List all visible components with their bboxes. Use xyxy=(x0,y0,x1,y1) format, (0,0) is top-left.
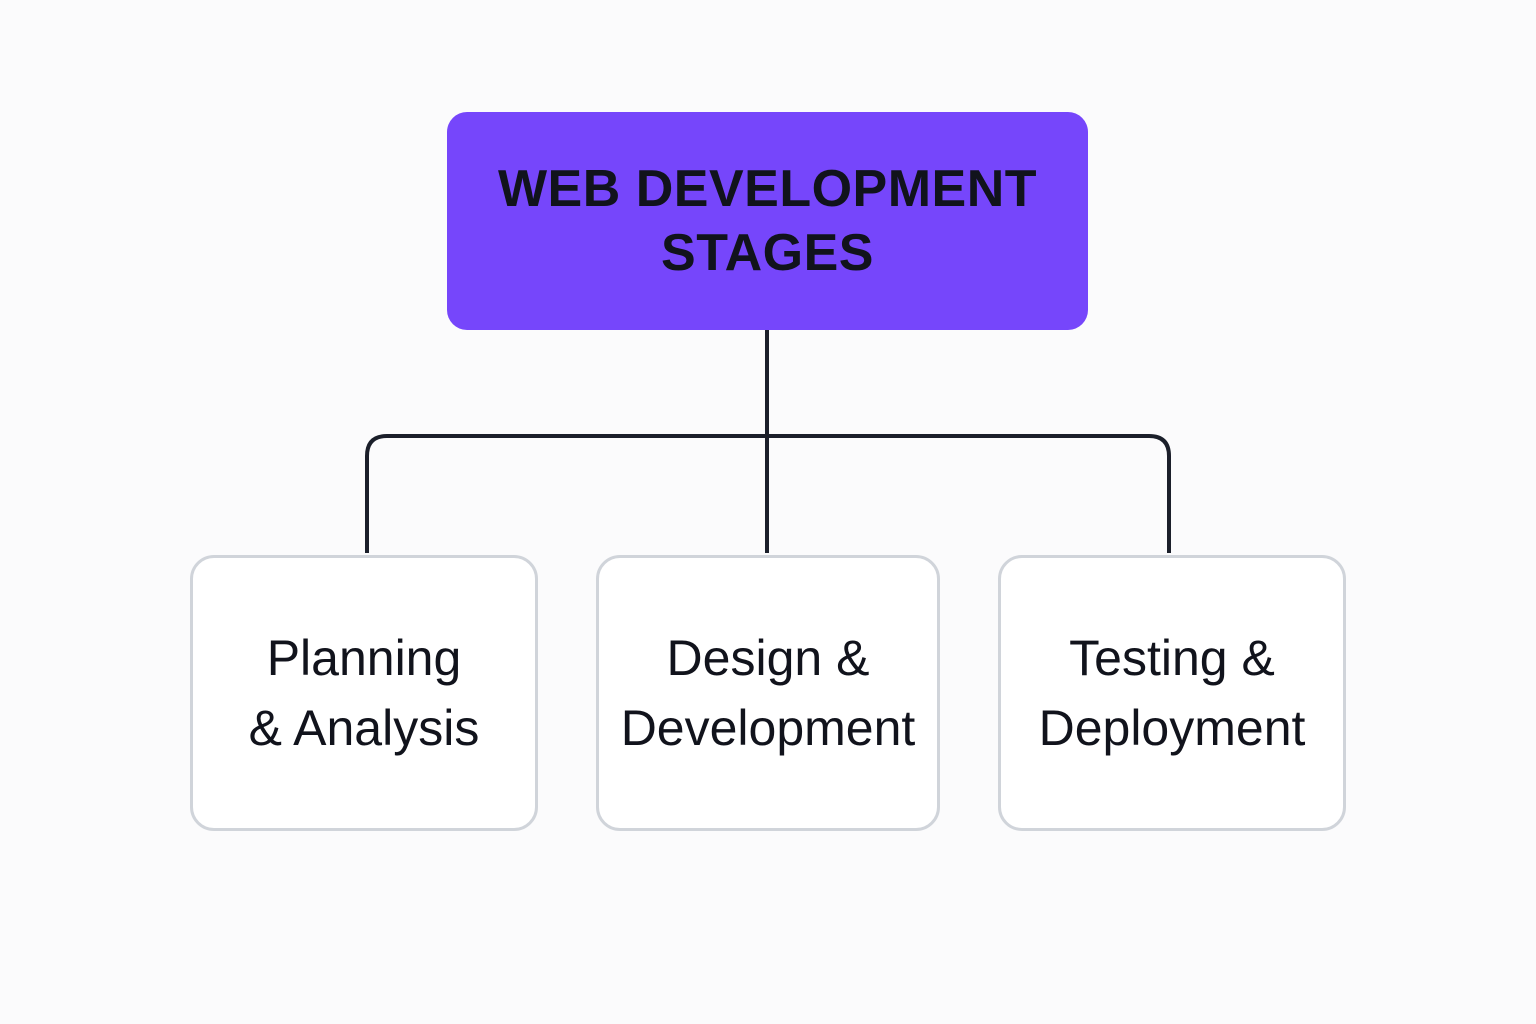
stage-label-line-2: Deployment xyxy=(1038,700,1306,756)
stage-label-line-1: Planning xyxy=(266,630,462,686)
stage-label-line-1: Design & xyxy=(666,630,870,686)
root-node: WEB DEVELOPMENT STAGES xyxy=(447,112,1088,330)
stage-node-planning: Planning & Analysis xyxy=(190,555,538,831)
stage-node-testing: Testing & Deployment xyxy=(998,555,1346,831)
stage-node-design: Design & Development xyxy=(596,555,940,831)
root-title-line-2: STAGES xyxy=(661,224,874,282)
stage-label-line-1: Testing & xyxy=(1069,630,1275,686)
stage-label-line-2: & Analysis xyxy=(248,700,480,756)
stage-label-line-2: Development xyxy=(620,700,916,756)
root-title-line-1: WEB DEVELOPMENT xyxy=(497,160,1038,218)
